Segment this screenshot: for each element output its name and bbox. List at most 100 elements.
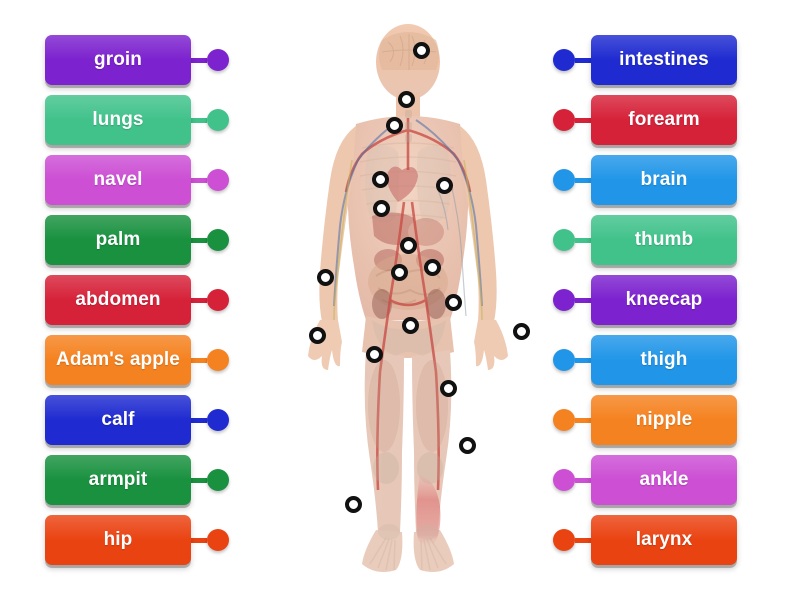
label-button-navel[interactable]: navel bbox=[45, 155, 191, 205]
marker-thigh[interactable] bbox=[366, 346, 383, 363]
marker-palm[interactable] bbox=[309, 327, 326, 344]
connector-dot[interactable] bbox=[553, 289, 575, 311]
marker-ankle[interactable] bbox=[345, 496, 362, 513]
label-row: palm bbox=[45, 215, 295, 265]
connector-dot[interactable] bbox=[207, 409, 229, 431]
marker-hip[interactable] bbox=[445, 294, 462, 311]
marker-navel[interactable] bbox=[424, 259, 441, 276]
connector-dot[interactable] bbox=[553, 349, 575, 371]
label-text: kneecap bbox=[625, 289, 703, 310]
marker-nipple-left[interactable] bbox=[372, 171, 389, 188]
label-button-thumb[interactable]: thumb bbox=[591, 215, 737, 265]
label-button-thigh[interactable]: thigh bbox=[591, 335, 737, 385]
label-button-calf[interactable]: calf bbox=[45, 395, 191, 445]
label-row: forearm bbox=[553, 95, 800, 145]
label-text: larynx bbox=[635, 529, 693, 550]
connector-dot[interactable] bbox=[207, 289, 229, 311]
connector-dot[interactable] bbox=[553, 109, 575, 131]
marker-groin[interactable] bbox=[402, 317, 419, 334]
label-button-kneecap[interactable]: kneecap bbox=[591, 275, 737, 325]
label-row: armpit bbox=[45, 455, 295, 505]
connector-line bbox=[575, 57, 591, 63]
connector-line bbox=[575, 117, 591, 123]
label-button-larynx[interactable]: larynx bbox=[591, 515, 737, 565]
marker-forearm[interactable] bbox=[317, 269, 334, 286]
connector-dot[interactable] bbox=[207, 349, 229, 371]
connector-dot[interactable] bbox=[553, 49, 575, 71]
human-anatomy-illustration bbox=[290, 20, 540, 585]
marker-abdomen[interactable] bbox=[400, 237, 417, 254]
label-button-forearm[interactable]: forearm bbox=[591, 95, 737, 145]
marker-intestines[interactable] bbox=[391, 264, 408, 281]
connector-dot[interactable] bbox=[553, 469, 575, 491]
label-text: nipple bbox=[635, 409, 693, 430]
connector-line bbox=[191, 537, 207, 543]
label-text: abdomen bbox=[75, 289, 161, 310]
connector-line bbox=[191, 117, 207, 123]
connector-line bbox=[191, 417, 207, 423]
label-text: lungs bbox=[92, 109, 144, 130]
label-text: ankle bbox=[639, 469, 689, 490]
label-row: larynx bbox=[553, 515, 800, 565]
connector-line bbox=[575, 297, 591, 303]
label-text: groin bbox=[94, 49, 142, 70]
marker-thumb[interactable] bbox=[513, 323, 530, 340]
label-row: brain bbox=[553, 155, 800, 205]
label-button-hip[interactable]: hip bbox=[45, 515, 191, 565]
label-button-ankle[interactable]: ankle bbox=[591, 455, 737, 505]
connector-dot[interactable] bbox=[553, 229, 575, 251]
connector-line bbox=[575, 237, 591, 243]
connector-dot[interactable] bbox=[553, 409, 575, 431]
label-text: navel bbox=[93, 169, 143, 190]
marker-lungs[interactable] bbox=[436, 177, 453, 194]
connector-dot[interactable] bbox=[553, 529, 575, 551]
label-button-lungs[interactable]: lungs bbox=[45, 95, 191, 145]
label-button-brain[interactable]: brain bbox=[591, 155, 737, 205]
connector-dot[interactable] bbox=[207, 49, 229, 71]
label-row: thumb bbox=[553, 215, 800, 265]
connector-dot[interactable] bbox=[207, 229, 229, 251]
marker-kneecap[interactable] bbox=[440, 380, 457, 397]
label-row: groin bbox=[45, 35, 295, 85]
label-button-abdomen[interactable]: abdomen bbox=[45, 275, 191, 325]
label-text: brain bbox=[640, 169, 688, 190]
label-row: lungs bbox=[45, 95, 295, 145]
right-label-column: intestines forearm brain thumb kneecap thigh n… bbox=[553, 0, 800, 600]
connector-line bbox=[575, 357, 591, 363]
marker-brain[interactable] bbox=[413, 42, 430, 59]
label-row: hip bbox=[45, 515, 295, 565]
label-button-intestines[interactable]: intestines bbox=[591, 35, 737, 85]
label-row: intestines bbox=[553, 35, 800, 85]
connector-dot[interactable] bbox=[207, 169, 229, 191]
label-row: thigh bbox=[553, 335, 800, 385]
label-button-palm[interactable]: palm bbox=[45, 215, 191, 265]
connector-line bbox=[191, 477, 207, 483]
connector-line bbox=[575, 477, 591, 483]
connector-dot[interactable] bbox=[207, 529, 229, 551]
label-button-groin[interactable]: groin bbox=[45, 35, 191, 85]
label-button-armpit[interactable]: armpit bbox=[45, 455, 191, 505]
marker-larynx[interactable] bbox=[398, 91, 415, 108]
marker-armpit[interactable] bbox=[373, 200, 390, 217]
label-text: calf bbox=[101, 409, 135, 430]
marker-calf[interactable] bbox=[459, 437, 476, 454]
label-row: Adam's apple bbox=[45, 335, 295, 385]
connector-line bbox=[191, 177, 207, 183]
label-row: calf bbox=[45, 395, 295, 445]
marker-adams-apple[interactable] bbox=[386, 117, 403, 134]
label-text: thumb bbox=[634, 229, 694, 250]
label-text: intestines bbox=[619, 49, 709, 70]
connector-line bbox=[575, 177, 591, 183]
connector-line bbox=[191, 297, 207, 303]
label-button-nipple[interactable]: nipple bbox=[591, 395, 737, 445]
connector-dot[interactable] bbox=[553, 169, 575, 191]
connector-dot[interactable] bbox=[207, 469, 229, 491]
connector-line bbox=[191, 57, 207, 63]
connector-dot[interactable] bbox=[207, 109, 229, 131]
label-button-adam-s-apple[interactable]: Adam's apple bbox=[45, 335, 191, 385]
label-row: navel bbox=[45, 155, 295, 205]
connector-line bbox=[191, 357, 207, 363]
label-row: abdomen bbox=[45, 275, 295, 325]
